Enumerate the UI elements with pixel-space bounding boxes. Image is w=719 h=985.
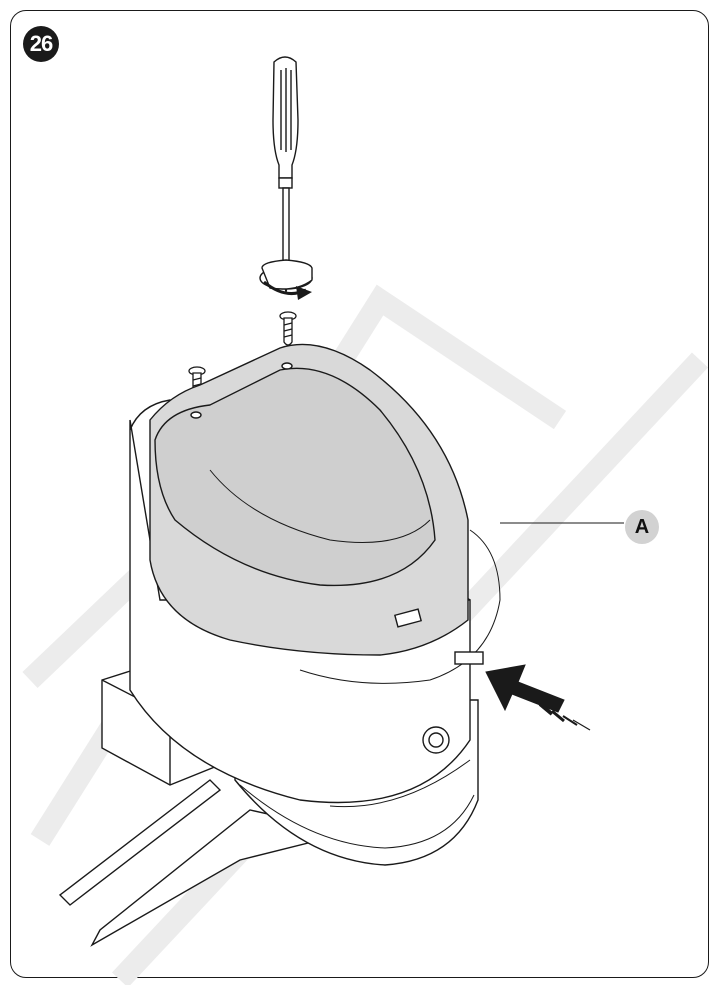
cover-a: [149, 343, 501, 684]
release-button: [422, 726, 450, 754]
figure-number-badge: 26: [23, 26, 59, 62]
callout-label-a: A: [625, 510, 659, 544]
screw-icon: [279, 311, 297, 346]
screwdriver-icon: [272, 56, 299, 293]
rotation-arrow-icon: [259, 259, 313, 300]
push-arrow-icon: [485, 664, 591, 731]
figure-frame: [10, 10, 709, 978]
